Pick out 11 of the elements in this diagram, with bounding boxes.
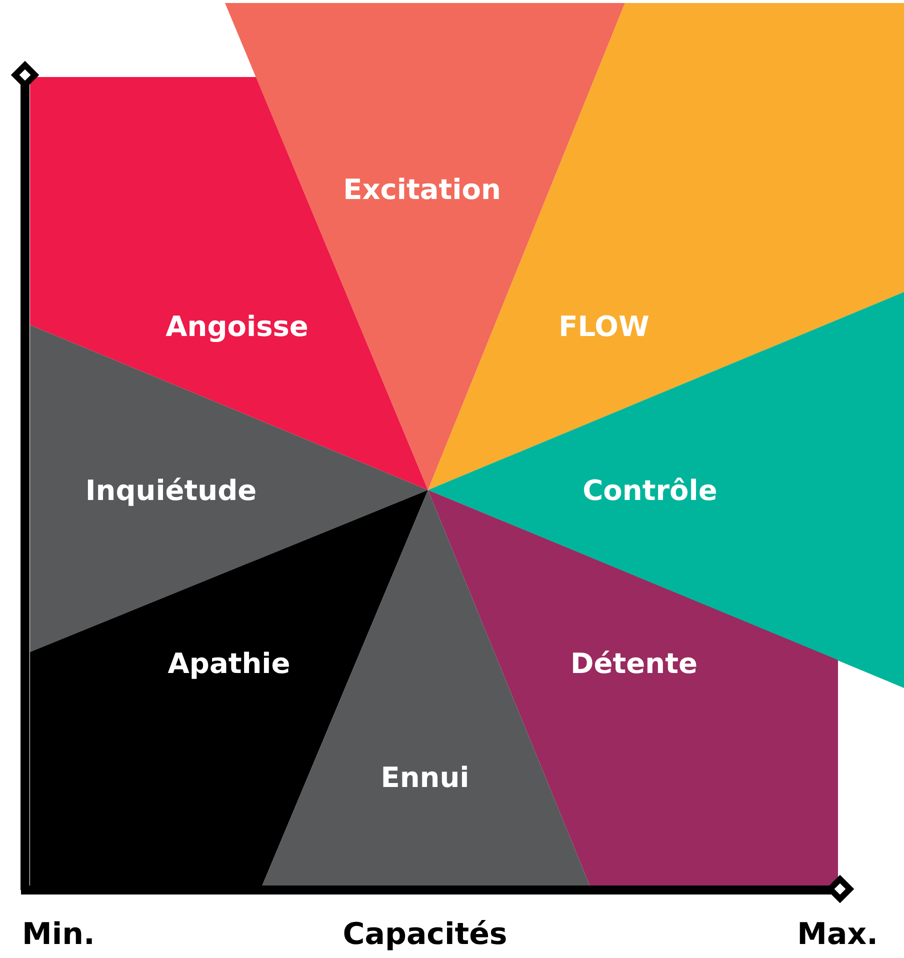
zone-label: Contrôle	[582, 477, 718, 505]
zone-label: Excitation	[343, 176, 501, 204]
zone-label: Apathie	[168, 650, 290, 678]
axis-max-label: Max.	[797, 920, 878, 950]
zone-label: Inquiétude	[85, 477, 257, 505]
axis-min-label: Min.	[22, 920, 95, 950]
zone-label: FLOW	[558, 313, 650, 341]
zone-label: Angoisse	[166, 313, 308, 341]
axis-title: Capacités	[342, 920, 508, 950]
zone-label: Détente	[570, 650, 698, 678]
zone-label: Ennui	[380, 764, 470, 792]
